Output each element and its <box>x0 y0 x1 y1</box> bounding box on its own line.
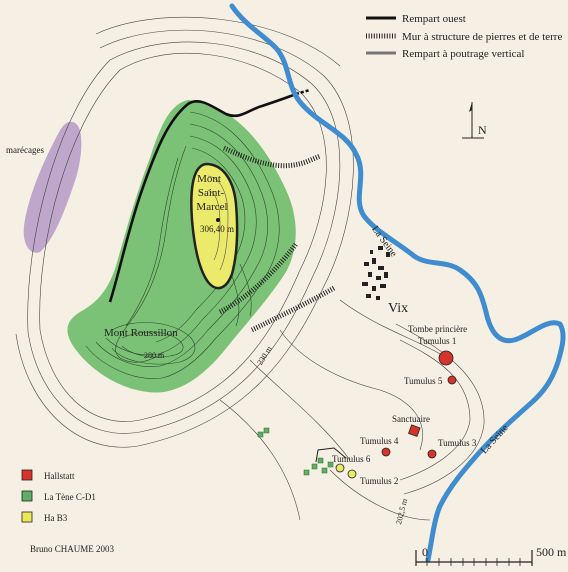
north-arrow: N <box>462 102 487 139</box>
tumulus-5-marker <box>447 375 457 385</box>
river-la-seine <box>229 3 566 563</box>
legend-box-label-2: Ha B3 <box>44 513 68 523</box>
legend-box-la-tene <box>21 490 33 502</box>
legend-box-label-1: La Tène C-D1 <box>44 492 96 502</box>
scale-end: 500 m <box>536 545 567 559</box>
label-mont-roussillon: Mont Roussillon <box>104 327 178 339</box>
legend-lines: Rempart ouest Mur à structure de pierres… <box>366 13 562 60</box>
enclosure-line <box>315 447 347 463</box>
label-vix: Vix <box>388 301 408 316</box>
scale-start: 0 <box>422 545 428 559</box>
rempart-ouest <box>108 92 297 303</box>
sanctuaire-marker <box>408 424 421 437</box>
la-tene-area <box>67 100 296 393</box>
summit-point <box>216 218 220 222</box>
tumulus-4-marker <box>381 447 391 457</box>
rempart-ouest-extension <box>295 88 311 96</box>
legend-box-hallstatt <box>21 469 33 481</box>
label-mont-2: Saint- <box>198 187 225 199</box>
label-tombe-princiere: Tombe princière <box>408 324 467 334</box>
label-summit-alt: 306,40 m <box>200 224 234 234</box>
ha-b3-area <box>190 162 239 290</box>
mur-pierres-terre <box>218 145 336 333</box>
credit: Bruno CHAUME 2003 <box>30 544 115 554</box>
la-tene-small-sites <box>257 427 334 476</box>
legend-label-0: Rempart ouest <box>402 13 466 25</box>
legend-box-ha-b3 <box>21 511 33 523</box>
tumulus-1-marker <box>438 350 454 366</box>
legend-label-1: Mur à structure de pierres et de terre <box>402 31 562 43</box>
label-tumulus-1: Tumulus 1 <box>418 336 456 346</box>
legend-label-2: Rempart à poutrage vertical <box>402 48 524 60</box>
label-mont-3: Marcel <box>196 201 227 213</box>
north-letter: N <box>478 123 487 137</box>
legend-boxes: Hallstatt La Tène C-D1 Ha B3 <box>21 469 96 523</box>
label-tumulus-3: Tumulus 3 <box>438 438 477 448</box>
label-alt-280: 280 m <box>144 351 165 360</box>
plateau-contours <box>85 111 280 379</box>
label-marecages: marécages <box>6 145 44 155</box>
summit-contours <box>207 175 229 271</box>
label-sanctuaire: Sanctuaire <box>392 414 430 424</box>
vix-village <box>362 246 390 300</box>
label-tumulus-4: Tumulus 4 <box>360 436 399 446</box>
scale-bar: 0 500 m <box>415 545 567 566</box>
outer-contours <box>15 16 485 521</box>
tumulus-3-marker <box>427 449 437 459</box>
legend-box-label-0: Hallstatt <box>44 471 75 481</box>
tumulus-6-marker <box>335 463 345 473</box>
label-mont-1: Mont <box>197 173 221 185</box>
tumulus-2-marker <box>347 469 357 479</box>
label-tumulus-2: Tumulus 2 <box>360 476 398 486</box>
label-tumulus-5: Tumulus 5 <box>404 376 443 386</box>
label-tumulus-6: Tumulus 6 <box>332 454 371 464</box>
